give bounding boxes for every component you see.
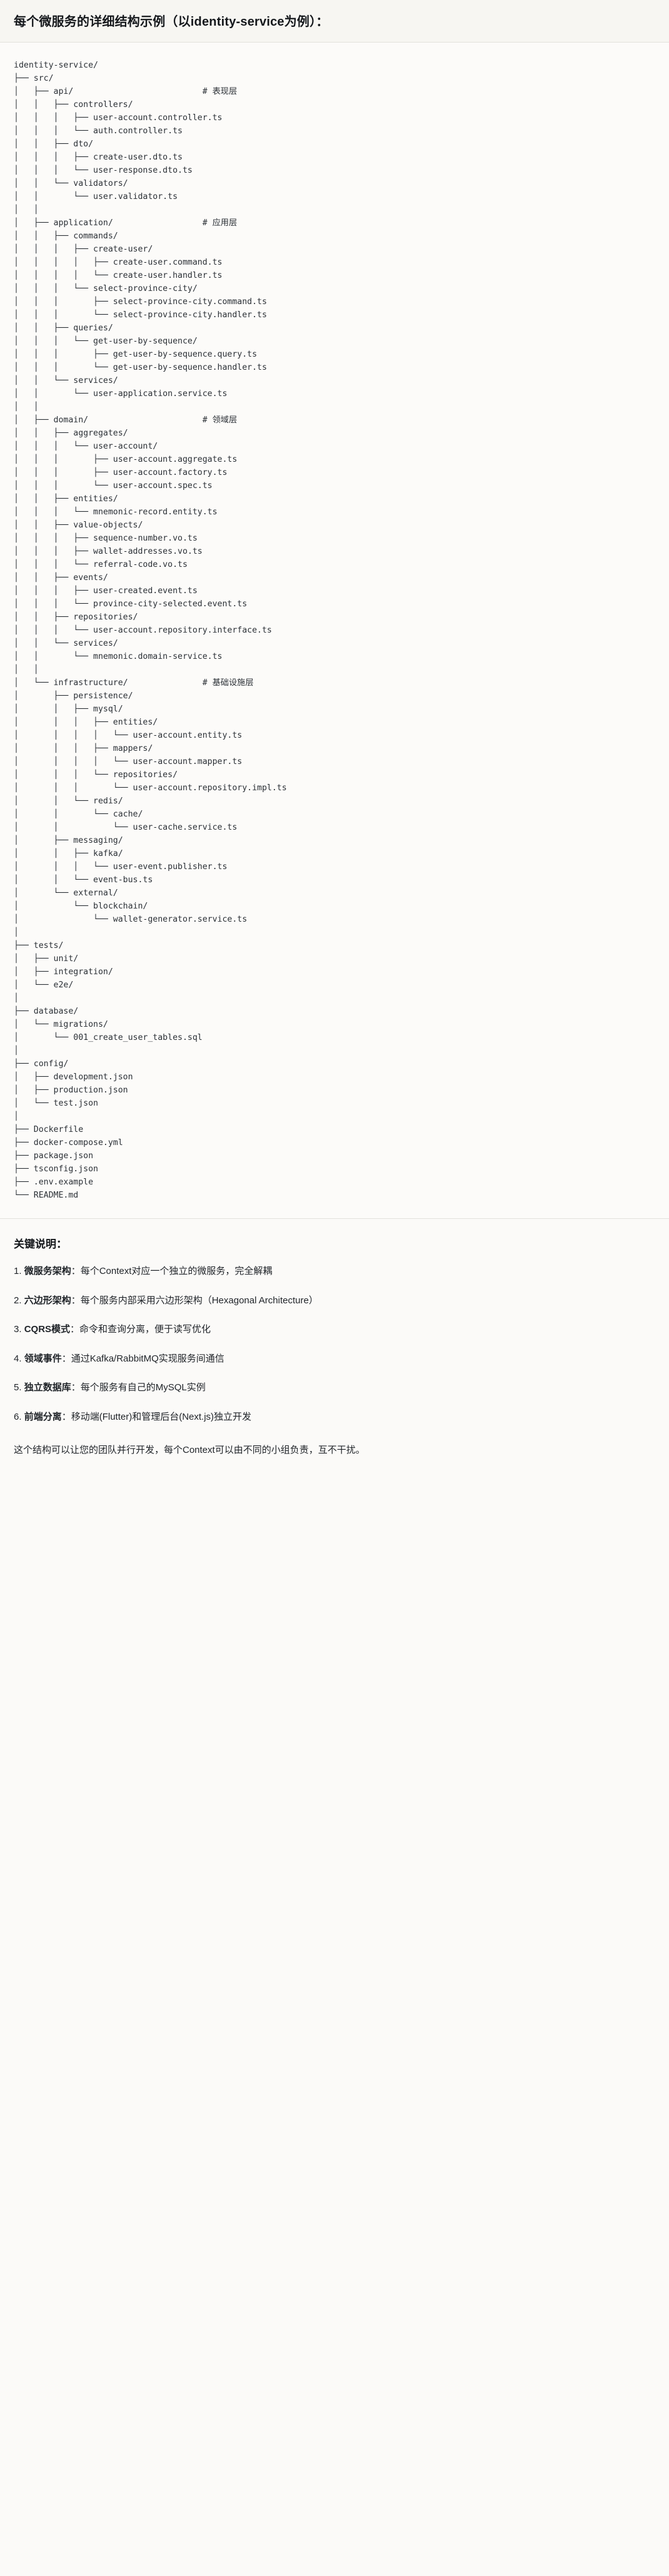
note-number: 6. (14, 1411, 22, 1422)
directory-tree: identity-service/ ├── src/ │ ├── api/ # … (14, 61, 287, 1200)
note-item: 2. 六边形架构：每个服务内部采用六边形架构（Hexagonal Archite… (14, 1294, 655, 1308)
note-description: ：每个服务内部采用六边形架构（Hexagonal Architecture） (71, 1295, 318, 1306)
directory-tree-block: identity-service/ ├── src/ │ ├── api/ # … (0, 43, 669, 1218)
note-item: 3. CQRS模式：命令和查询分离，便于读写优化 (14, 1323, 655, 1337)
section-divider (0, 1218, 669, 1219)
note-term: 前端分离 (24, 1411, 62, 1422)
note-item: 4. 领域事件：通过Kafka/RabbitMQ实现服务间通信 (14, 1352, 655, 1367)
page-root: 每个微服务的详细结构示例（以identity-service为例）： ident… (0, 0, 669, 1474)
note-term: 六边形架构 (24, 1295, 71, 1306)
note-item: 5. 独立数据库：每个服务有自己的MySQL实例 (14, 1381, 655, 1395)
page-title: 每个微服务的详细结构示例（以identity-service为例）： (14, 15, 329, 29)
note-term: 独立数据库 (24, 1382, 71, 1393)
note-description: ：每个服务有自己的MySQL实例 (71, 1382, 206, 1393)
note-number: 1. (14, 1266, 22, 1276)
note-term: 领域事件 (24, 1353, 62, 1364)
note-term: 微服务架构 (24, 1266, 71, 1276)
closing-statement: 这个结构可以让您的团队并行开发，每个Context可以由不同的小组负责，互不干扰… (14, 1445, 365, 1455)
document-header: 每个微服务的详细结构示例（以identity-service为例）： (0, 0, 669, 43)
note-number: 4. (14, 1353, 22, 1364)
note-number: 2. (14, 1295, 22, 1306)
note-description: ：命令和查询分离，便于读写优化 (70, 1324, 211, 1335)
key-notes-block: 关键说明： 1. 微服务架构：每个Context对应一个独立的微服务，完全解耦 … (0, 1219, 669, 1474)
key-notes-title: 关键说明： (14, 1238, 67, 1250)
note-description: ：移动端(Flutter)和管理后台(Next.js)独立开发 (61, 1411, 252, 1422)
note-description: ：通过Kafka/RabbitMQ实现服务间通信 (61, 1353, 224, 1364)
note-number: 3. (14, 1324, 22, 1335)
note-number: 5. (14, 1382, 22, 1393)
note-description: ：每个Context对应一个独立的微服务，完全解耦 (71, 1266, 273, 1276)
note-item: 1. 微服务架构：每个Context对应一个独立的微服务，完全解耦 (14, 1265, 655, 1279)
note-term: CQRS模式 (24, 1324, 71, 1335)
note-item: 6. 前端分离：移动端(Flutter)和管理后台(Next.js)独立开发 (14, 1410, 655, 1425)
